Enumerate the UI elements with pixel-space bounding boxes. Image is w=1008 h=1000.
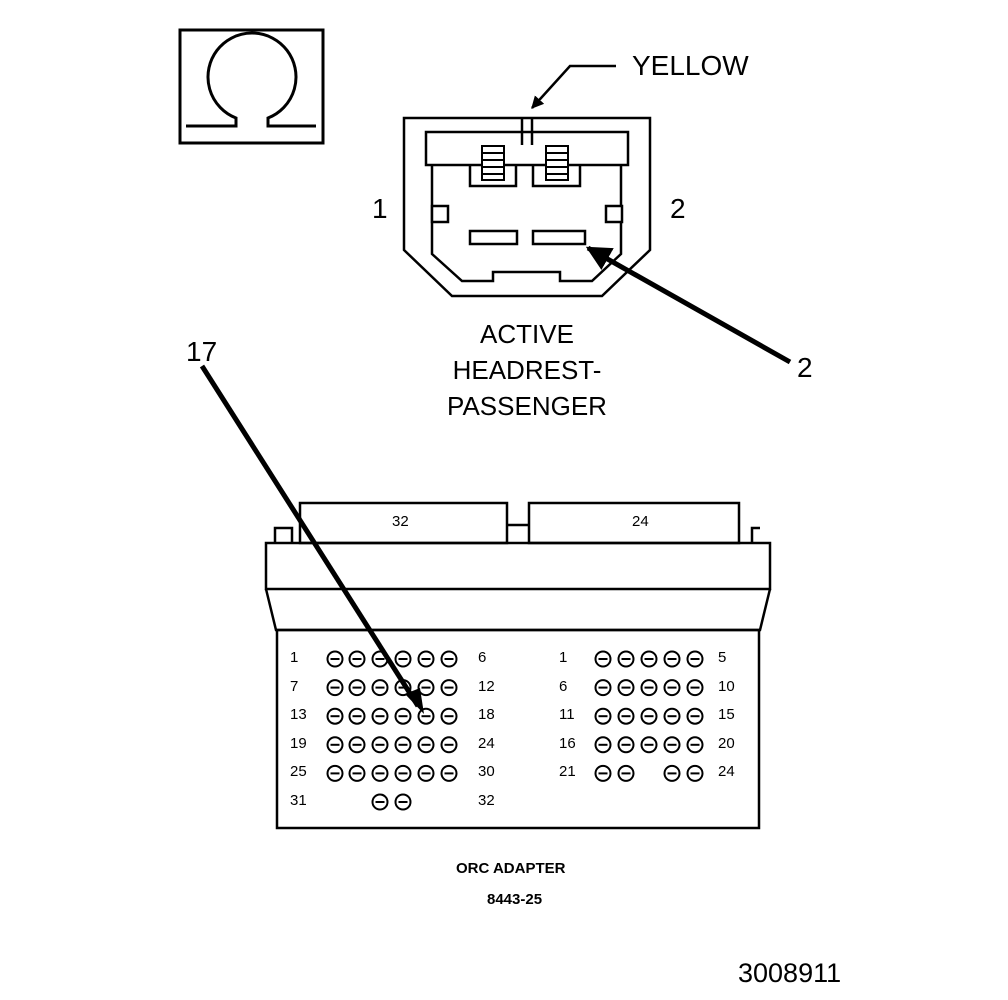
terminal-right xyxy=(545,145,569,181)
right-row-start-label: 6 xyxy=(559,677,568,695)
pin-2-callout-arrow xyxy=(585,245,792,365)
cavity-1-label: 1 xyxy=(372,193,388,224)
cavity-2-label: 2 xyxy=(670,193,686,224)
left-row-start-label: 7 xyxy=(290,677,299,695)
adapter-part-number: 8443-25 xyxy=(487,891,543,908)
right-row-start-label: 1 xyxy=(559,649,568,666)
tab-label-32: 32 xyxy=(392,513,409,530)
right-row-start-label: 11 xyxy=(559,706,575,724)
left-row-start-label: 31 xyxy=(290,792,307,809)
tab-label-24: 24 xyxy=(632,513,649,530)
yellow-label: YELLOW xyxy=(632,50,749,81)
headrest-title-line3: PASSENGER xyxy=(447,391,607,421)
left-row-end-label: 32 xyxy=(478,792,495,809)
right-row-start-label: 21 xyxy=(559,763,576,781)
left-row-start-label: 19 xyxy=(290,734,307,752)
right-row-end-label: 24 xyxy=(718,763,735,781)
left-row-end-label: 30 xyxy=(478,763,495,781)
ohm-icon xyxy=(178,28,325,145)
callout-pin-17: 17 xyxy=(186,336,218,367)
figure-number: 3008911 xyxy=(738,958,842,988)
right-row-end-label: 5 xyxy=(718,649,727,666)
right-row-end-label: 20 xyxy=(718,734,735,752)
left-row-start-label: 13 xyxy=(290,706,307,724)
left-row-start-label: 25 xyxy=(290,763,307,781)
right-row-start-label: 16 xyxy=(559,734,576,752)
terminal-left xyxy=(481,145,505,181)
headrest-title-line1: ACTIVE xyxy=(480,319,574,349)
callout-pin-2: 2 xyxy=(797,352,813,383)
headrest-title: ACTIVE HEADREST- PASSENGER xyxy=(426,316,628,424)
orc-adapter xyxy=(264,501,772,830)
headrest-connector xyxy=(402,116,652,298)
left-row-end-label: 12 xyxy=(478,677,495,695)
left-row-end-label: 6 xyxy=(478,649,487,666)
left-row-end-label: 24 xyxy=(478,734,495,752)
right-row-end-label: 10 xyxy=(718,677,735,695)
headrest-title-line2: HEADREST- xyxy=(452,355,602,385)
left-row-start-label: 1 xyxy=(290,649,299,666)
adapter-name: ORC ADAPTER xyxy=(456,860,566,877)
yellow-leader xyxy=(531,64,616,109)
right-row-end-label: 15 xyxy=(718,706,735,724)
left-row-end-label: 18 xyxy=(478,706,495,724)
